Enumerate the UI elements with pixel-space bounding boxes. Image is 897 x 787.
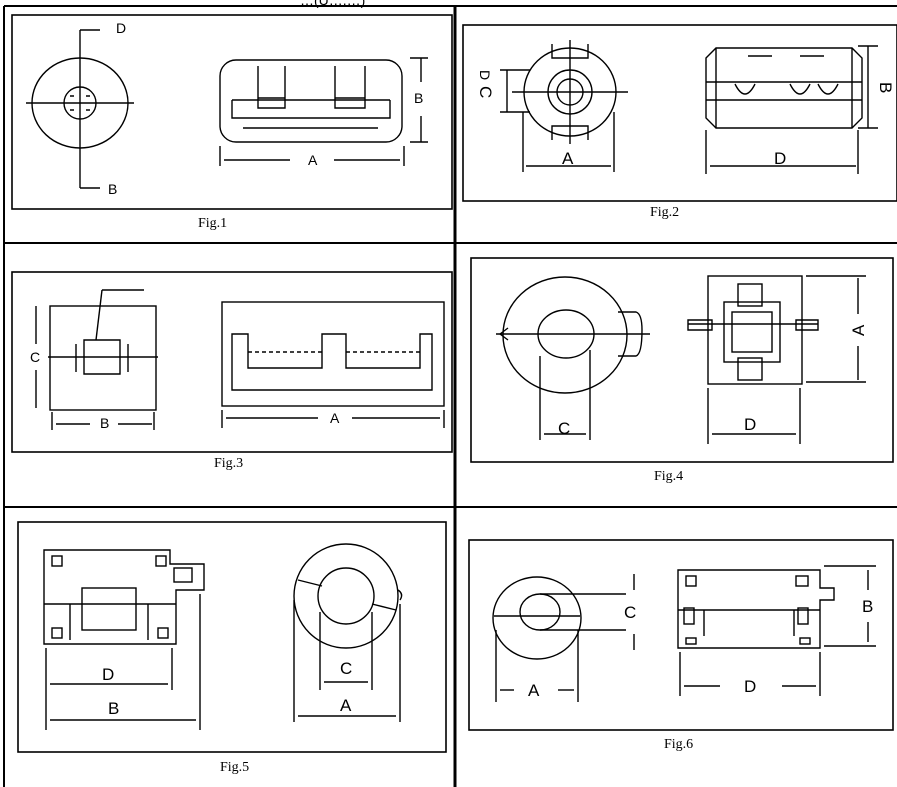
fig5-label-a: A: [340, 696, 352, 715]
fig6-label-b: B: [862, 597, 873, 616]
fig2-label-d-small: D: [477, 70, 493, 80]
fig3-label-c: C: [30, 349, 40, 365]
fig1-label-d: D: [116, 20, 126, 36]
fig3-label-b: B: [100, 415, 109, 431]
fig5-label-d: D: [102, 665, 114, 684]
fig4-label-a: A: [849, 324, 868, 336]
fig6-label-d: D: [744, 677, 756, 696]
fig2-label-b: B: [876, 82, 895, 93]
fig4-label-d: D: [744, 415, 756, 434]
fig6-caption: Fig.6: [664, 737, 693, 752]
fig2-label-c: C: [476, 86, 495, 98]
fig1-label-b-right: B: [414, 90, 423, 106]
fig3: [11, 271, 453, 453]
fig2-label-a: A: [562, 149, 574, 168]
page-grid: [3, 5, 897, 787]
fig4-label-c: C: [558, 419, 570, 438]
fig2-caption: Fig.2: [650, 205, 679, 220]
fig4: [470, 257, 894, 463]
fig1-label-a: A: [308, 152, 318, 168]
fig6-label-c: C: [624, 603, 636, 622]
fig6: [468, 539, 894, 731]
fig6-label-a: A: [528, 681, 540, 700]
fig3-caption: Fig.3: [214, 456, 243, 471]
fig1-caption: Fig.1: [198, 216, 227, 231]
fig4-caption: Fig.4: [654, 469, 683, 484]
header-fragment: …(U….…): [300, 0, 365, 8]
fig1: [11, 14, 453, 210]
fig5-caption: Fig.5: [220, 760, 249, 775]
fig5: [17, 521, 447, 753]
fig2: [462, 24, 897, 202]
fig1-label-b-bottom: B: [108, 181, 117, 197]
fig2-label-d: D: [774, 149, 786, 168]
fig5-label-c: C: [340, 659, 352, 678]
fig3-label-a: A: [330, 410, 340, 426]
fig5-label-b: B: [108, 699, 119, 718]
